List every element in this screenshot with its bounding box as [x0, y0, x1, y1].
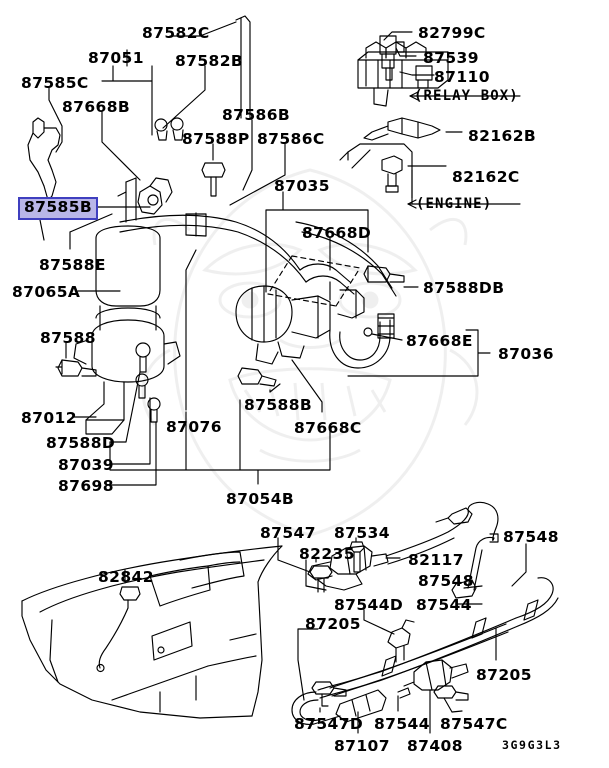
part-number-87547C: 87547C [440, 715, 508, 733]
part-number-87668B: 87668B [62, 98, 131, 116]
part-number-87585B[interactable]: 87585B [18, 197, 99, 220]
part-number-87588D: 87588D [46, 434, 116, 452]
part-number-87035: 87035 [274, 177, 330, 195]
part-number-87539: 87539 [423, 49, 479, 67]
part-number-87588: 87588 [40, 329, 96, 347]
part-number-87548a: 87548 [503, 528, 559, 546]
part-number-87698: 87698 [58, 477, 114, 495]
part-number-87205a: 87205 [305, 615, 361, 633]
part-number-87408: 87408 [407, 737, 463, 755]
part-number-87054B: 87054B [226, 490, 295, 508]
sheet-code: 3G9G3L3 [502, 738, 562, 752]
part-number-87548b: 87548 [418, 572, 474, 590]
part-number-87544b: 87544 [374, 715, 430, 733]
part-number-82162B: 82162B [468, 127, 537, 145]
part-number-87668D: 87668D [302, 224, 372, 242]
part-number-87668C: 87668C [294, 419, 362, 437]
part-number-87110: 87110 [434, 68, 490, 86]
part-number-87588P: 87588P [182, 130, 250, 148]
part-number-87588DB: 87588DB [423, 279, 505, 297]
part-number-87588E: 87588E [39, 256, 106, 274]
part-number-87586B: 87586B [222, 106, 291, 124]
part-number-87039: 87039 [58, 456, 114, 474]
part-number-87205b: 87205 [476, 666, 532, 684]
part-number-82162C: 82162C [452, 168, 520, 186]
part-number-82117: 82117 [408, 551, 464, 569]
part-number-87585C: 87585C [21, 74, 89, 92]
part-number-87534: 87534 [334, 524, 390, 542]
part-number-87668E: 87668E [406, 332, 473, 350]
part-number-87586C: 87586C [257, 130, 325, 148]
relay-box-caption: (RELAY BOX) [414, 88, 519, 104]
engine-caption: (ENGINE) [416, 196, 493, 212]
part-number-87547: 87547 [260, 524, 316, 542]
part-number-87547D: 87547D [294, 715, 364, 733]
part-number-87076: 87076 [166, 418, 222, 436]
part-number-82235: 82235 [299, 545, 355, 563]
part-number-87036: 87036 [498, 345, 554, 363]
part-number-82842: 82842 [98, 568, 154, 586]
part-number-82799C: 82799C [418, 24, 486, 42]
part-number-87012: 87012 [21, 409, 77, 427]
part-number-87107: 87107 [334, 737, 390, 755]
part-number-87065A: 87065A [12, 283, 81, 301]
part-number-87544D: 87544D [334, 596, 404, 614]
part-number-87582C: 87582C [142, 24, 210, 42]
part-number-87544a: 87544 [416, 596, 472, 614]
part-number-87588B: 87588B [244, 396, 313, 414]
part-number-87051: 87051 [88, 49, 144, 67]
part-number-87582B: 87582B [175, 52, 244, 70]
